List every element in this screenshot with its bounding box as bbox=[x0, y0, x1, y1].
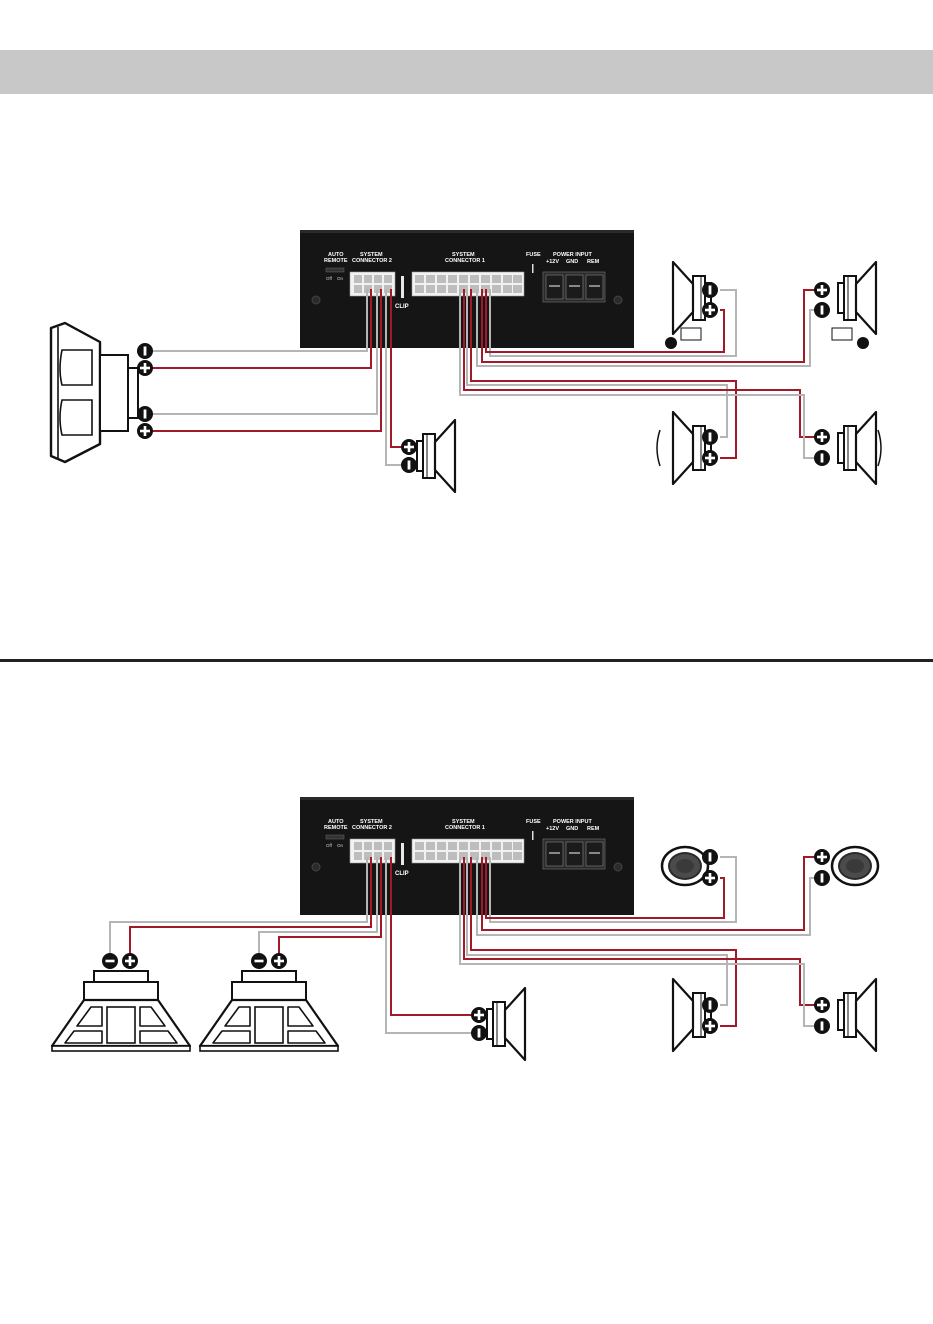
minus-terminal-icon bbox=[814, 450, 830, 466]
plus-terminal-icon bbox=[702, 302, 718, 318]
speaker-icon bbox=[673, 412, 711, 484]
svg-text:CLIP: CLIP bbox=[395, 304, 409, 310]
plus-terminal-icon bbox=[137, 360, 153, 376]
tweeter-icon bbox=[662, 847, 708, 885]
plus-terminal-icon bbox=[401, 439, 417, 455]
svg-text:GND: GND bbox=[566, 826, 578, 832]
svg-text:CLIP: CLIP bbox=[395, 871, 409, 877]
speaker-icon bbox=[838, 979, 876, 1051]
svg-text:GND: GND bbox=[566, 259, 578, 265]
plus-terminal-icon bbox=[814, 282, 830, 298]
minus-terminal-icon bbox=[702, 429, 718, 445]
svg-text:+12V: +12V bbox=[546, 259, 559, 265]
svg-text:FUSE: FUSE bbox=[526, 252, 541, 258]
plus-terminal-icon bbox=[702, 870, 718, 886]
minus-terminal-icon bbox=[137, 343, 153, 359]
minus-terminal-icon bbox=[251, 953, 267, 969]
plus-terminal-icon bbox=[814, 997, 830, 1013]
speaker-icon bbox=[673, 262, 711, 334]
svg-text:+12V: +12V bbox=[546, 826, 559, 832]
plus-terminal-icon bbox=[814, 429, 830, 445]
speaker-icon bbox=[487, 988, 525, 1060]
plus-terminal-icon bbox=[122, 953, 138, 969]
speaker-icon bbox=[673, 979, 711, 1051]
speaker-icon bbox=[417, 420, 455, 492]
minus-terminal-icon bbox=[702, 997, 718, 1013]
minus-terminal-icon bbox=[471, 1025, 487, 1041]
tweeter-icon bbox=[832, 847, 878, 885]
svg-text:REMOTE: REMOTE bbox=[324, 825, 348, 831]
plus-terminal-icon bbox=[271, 953, 287, 969]
minus-terminal-icon bbox=[137, 406, 153, 422]
svg-text:On: On bbox=[337, 276, 344, 281]
svg-text:POWER INPUT: POWER INPUT bbox=[553, 819, 592, 825]
svg-text:CONNECTOR 1: CONNECTOR 1 bbox=[445, 258, 485, 264]
minus-terminal-icon bbox=[702, 849, 718, 865]
diagram-bottom: AUTO REMOTE Off On SYSTEM CONNECTOR 2 SY… bbox=[52, 797, 878, 1060]
subwoofer-icon bbox=[200, 971, 338, 1051]
svg-text:Off: Off bbox=[326, 276, 333, 281]
plus-terminal-icon bbox=[814, 849, 830, 865]
minus-terminal-icon bbox=[102, 953, 118, 969]
plus-terminal-icon bbox=[702, 1018, 718, 1034]
speaker-icon bbox=[838, 412, 876, 484]
svg-text:REM: REM bbox=[587, 826, 600, 832]
minus-terminal-icon bbox=[814, 870, 830, 886]
minus-terminal-icon bbox=[401, 457, 417, 473]
svg-text:Off: Off bbox=[326, 843, 333, 848]
subwoofer-icon bbox=[51, 323, 138, 462]
svg-text:On: On bbox=[337, 843, 344, 848]
svg-text:REMOTE: REMOTE bbox=[324, 258, 348, 264]
subwoofer-icon bbox=[52, 971, 190, 1051]
svg-text:CONNECTOR 2: CONNECTOR 2 bbox=[352, 825, 392, 831]
svg-text:POWER INPUT: POWER INPUT bbox=[553, 252, 592, 258]
minus-terminal-icon bbox=[814, 1018, 830, 1034]
svg-text:REM: REM bbox=[587, 259, 600, 265]
plus-terminal-icon bbox=[137, 423, 153, 439]
minus-terminal-icon bbox=[702, 282, 718, 298]
diagram-top: AUTO REMOTE Off On SYSTEM CONNECTOR 2 SY… bbox=[51, 230, 881, 492]
minus-terminal-icon bbox=[814, 302, 830, 318]
plus-terminal-icon bbox=[471, 1007, 487, 1023]
svg-text:FUSE: FUSE bbox=[526, 819, 541, 825]
speaker-icon bbox=[838, 262, 876, 334]
plus-terminal-icon bbox=[702, 450, 718, 466]
svg-text:CONNECTOR 1: CONNECTOR 1 bbox=[445, 825, 485, 831]
svg-text:CONNECTOR 2: CONNECTOR 2 bbox=[352, 258, 392, 264]
